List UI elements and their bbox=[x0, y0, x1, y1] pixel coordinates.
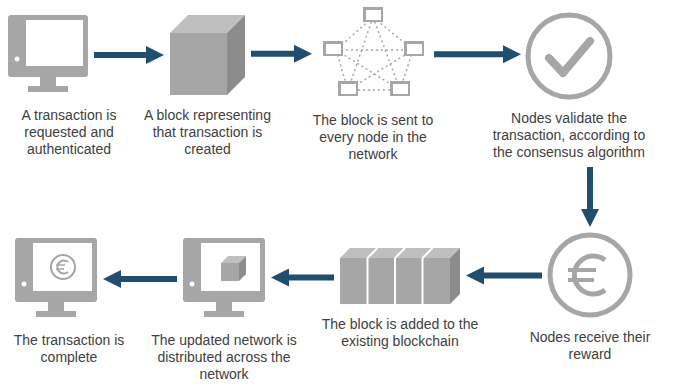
computer-block-icon-part bbox=[204, 311, 244, 317]
checkmark-icon-part bbox=[528, 15, 610, 97]
process-step: The updated network is distributed acros… bbox=[183, 238, 265, 320]
computer-block-icon-part bbox=[216, 302, 232, 311]
network-icon-part bbox=[393, 84, 408, 94]
reward-icon-part bbox=[550, 235, 630, 315]
computer-block-icon-part bbox=[190, 282, 195, 287]
flow-arrow bbox=[434, 51, 503, 57]
network-icon-part bbox=[336, 17, 413, 90]
computer-payment-icon bbox=[15, 238, 97, 317]
computer-payment-icon-part bbox=[56, 268, 64, 270]
caption-text: The transaction is complete bbox=[4, 332, 134, 366]
computer-payment-icon-part bbox=[51, 255, 75, 279]
block-cube-icon bbox=[170, 15, 245, 95]
network-icon-part bbox=[323, 7, 424, 96]
step-caption: A block representing that transaction is… bbox=[143, 107, 273, 158]
process-step: The block is added to the existing block… bbox=[340, 248, 460, 304]
network-icon-part bbox=[407, 44, 422, 54]
step-caption: A transaction is requested and authentic… bbox=[4, 107, 134, 158]
computer-icon-part bbox=[8, 15, 88, 77]
blockchain-icon-part bbox=[395, 248, 405, 258]
caption-text: The updated network is distributed acros… bbox=[139, 332, 309, 383]
network-icon bbox=[323, 7, 424, 96]
blockchain-icon-part bbox=[340, 248, 460, 258]
computer-payment-icon-part bbox=[36, 311, 76, 317]
checkmark-icon-part bbox=[549, 41, 590, 73]
process-step: Nodes validate the transaction, accordin… bbox=[527, 14, 611, 98]
blockchain-icon-part bbox=[423, 248, 433, 258]
caption-text: The block is sent to every node in the n… bbox=[303, 112, 443, 163]
computer-block-icon-part bbox=[221, 263, 239, 281]
reward-icon bbox=[550, 235, 630, 315]
computer-block-icon bbox=[183, 238, 265, 317]
flow-arrow bbox=[484, 273, 542, 279]
network-icon-part bbox=[363, 7, 383, 22]
process-step: The transaction is complete bbox=[15, 238, 97, 320]
blockchain-icon-part bbox=[422, 258, 424, 304]
step-caption: The block is added to the existing block… bbox=[320, 316, 480, 350]
blockchain-icon-part bbox=[368, 248, 378, 258]
blockchain-icon-part bbox=[367, 258, 369, 304]
network-icon-part bbox=[326, 44, 341, 54]
blockchain-icon-part bbox=[340, 258, 450, 304]
computer-icon-part bbox=[15, 57, 20, 62]
step-caption: Nodes validate the transaction, accordin… bbox=[488, 110, 650, 161]
computer-icon-part bbox=[40, 77, 56, 86]
step-caption: The updated network is distributed acros… bbox=[139, 332, 309, 383]
computer-icon-part bbox=[28, 86, 68, 92]
reward-icon-part bbox=[568, 268, 596, 272]
process-step: Nodes receive their reward bbox=[548, 233, 632, 317]
block-cube-icon-part bbox=[227, 15, 245, 95]
network-icon-part bbox=[404, 41, 424, 56]
caption-text: Nodes receive their reward bbox=[525, 329, 655, 363]
network-icon-part bbox=[336, 49, 413, 51]
step-caption: Nodes receive their reward bbox=[525, 329, 655, 363]
network-icon-part bbox=[366, 10, 381, 20]
computer-icon bbox=[8, 15, 88, 92]
step-caption: The transaction is complete bbox=[4, 332, 134, 366]
process-step: The block is sent to every node in the n… bbox=[318, 5, 428, 100]
flow-arrow bbox=[251, 51, 294, 57]
flow-arrow bbox=[289, 275, 334, 281]
blockchain-icon-part bbox=[450, 248, 460, 304]
computer-block-icon-part bbox=[183, 238, 265, 302]
computer-icon-part bbox=[26, 20, 83, 66]
blockchain-icon bbox=[340, 248, 460, 304]
process-step: A block representing that transaction is… bbox=[170, 15, 245, 95]
reward-icon-part bbox=[568, 278, 594, 282]
caption-text: Nodes validate the transaction, accordin… bbox=[488, 110, 650, 161]
flow-arrow bbox=[121, 276, 177, 282]
network-icon-part bbox=[348, 17, 373, 90]
computer-payment-icon-part bbox=[57, 261, 68, 274]
network-icon-part bbox=[341, 84, 356, 94]
blockchain-icon-part bbox=[394, 258, 396, 304]
block-cube-icon-part bbox=[170, 33, 227, 95]
computer-payment-icon-part bbox=[22, 282, 27, 287]
step-caption: The block is sent to every node in the n… bbox=[303, 112, 443, 163]
process-step: A transaction is requested and authentic… bbox=[8, 15, 88, 95]
caption-text: A transaction is requested and authentic… bbox=[4, 107, 134, 158]
computer-payment-icon-part bbox=[15, 238, 97, 302]
flow-arrow bbox=[587, 167, 593, 209]
network-icon-part bbox=[338, 81, 358, 96]
caption-text: The block is added to the existing block… bbox=[320, 316, 480, 350]
reward-icon-part bbox=[574, 256, 605, 294]
checkmark-icon bbox=[528, 15, 610, 97]
network-icon-part bbox=[390, 81, 410, 96]
computer-block-icon-part bbox=[201, 243, 260, 291]
computer-payment-icon-part bbox=[56, 264, 65, 266]
network-icon-part bbox=[373, 17, 400, 90]
computer-block-icon-part bbox=[239, 256, 246, 281]
blockchain-icon-part bbox=[368, 248, 433, 304]
network-icon-part bbox=[323, 41, 343, 56]
computer-payment-icon-part bbox=[33, 243, 92, 291]
computer-payment-icon-part bbox=[48, 302, 64, 311]
caption-text: A block representing that transaction is… bbox=[143, 107, 273, 158]
flow-arrow bbox=[94, 52, 146, 58]
